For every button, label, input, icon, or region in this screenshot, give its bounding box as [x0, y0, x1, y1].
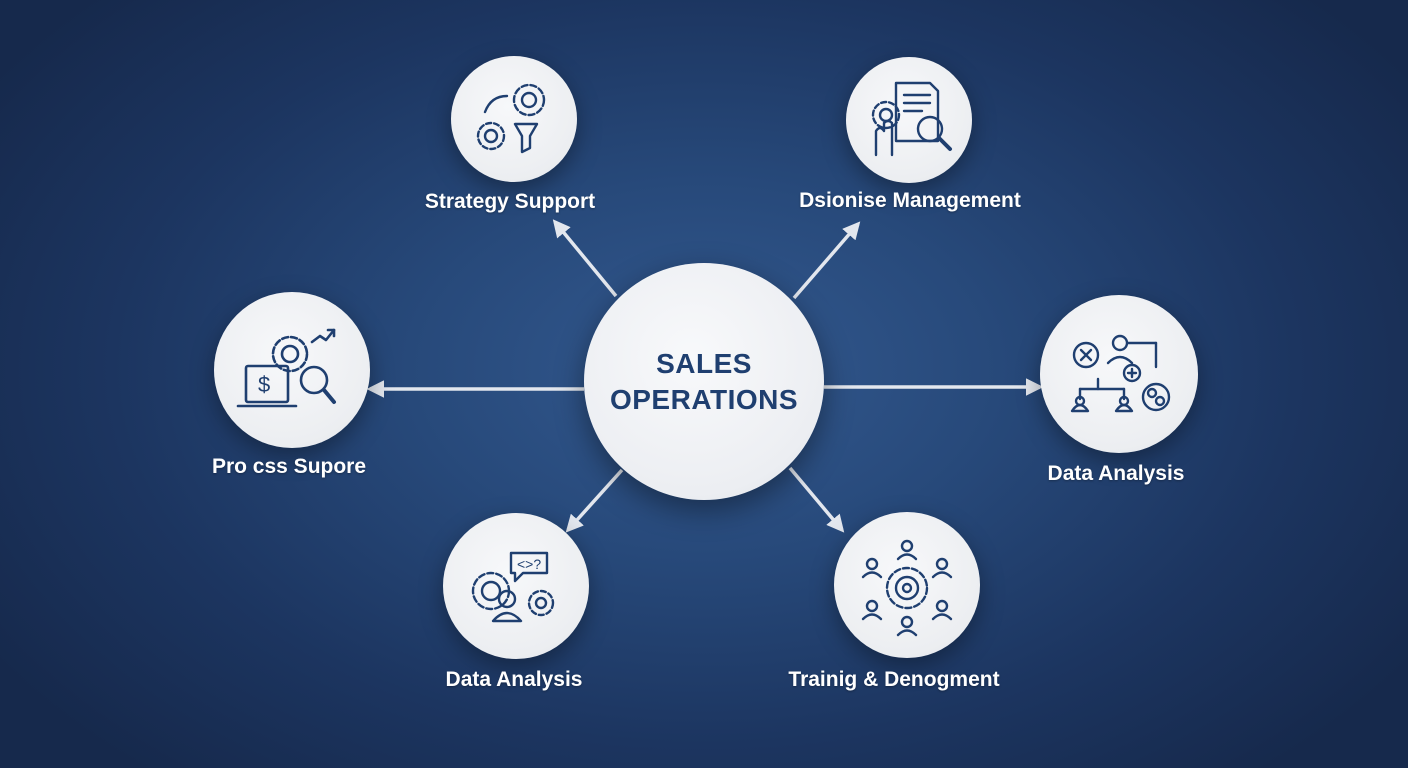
sales-operations-hub: SALES OPERATIONS: [584, 263, 824, 500]
label-data-analysis-bottom: Data Analysis: [445, 668, 583, 691]
node-data-analysis-bottom: <>?: [443, 513, 589, 659]
svg-text:<>?: <>?: [517, 556, 541, 572]
hub-title-line2: OPERATIONS: [609, 383, 799, 415]
arrow-dsionise-management: [792, 221, 861, 300]
arrow-data-analysis-bottom: [565, 468, 624, 533]
hub-title-line1: SALES: [656, 347, 752, 379]
label-strategy-support: Strategy Support: [424, 190, 596, 213]
node-strategy-support: [451, 56, 577, 182]
laptop-dollar-gear-icon: $: [236, 328, 336, 408]
flowchart-people-icon: [1070, 334, 1171, 413]
node-training-development: [834, 512, 980, 658]
node-process-support: $: [214, 292, 370, 448]
svg-text:$: $: [258, 372, 270, 397]
label-process-support: Pro css Supore: [211, 455, 367, 478]
node-data-analysis-right: [1040, 295, 1198, 453]
gears-funnel-icon: [476, 83, 546, 154]
arrow-training: [788, 466, 845, 533]
label-dsionise-management: Dsionise Management: [799, 189, 1021, 212]
document-magnifier-icon: [871, 81, 952, 157]
team-target-gear-icon: [861, 539, 953, 637]
label-training-development: Trainig & Denogment: [788, 668, 1000, 691]
chat-gears-person-icon: <>?: [471, 551, 555, 623]
label-data-analysis-right: Data Analysis: [1047, 462, 1185, 485]
node-dsionise-management: [846, 57, 972, 183]
arrow-strategy-support: [552, 219, 618, 298]
